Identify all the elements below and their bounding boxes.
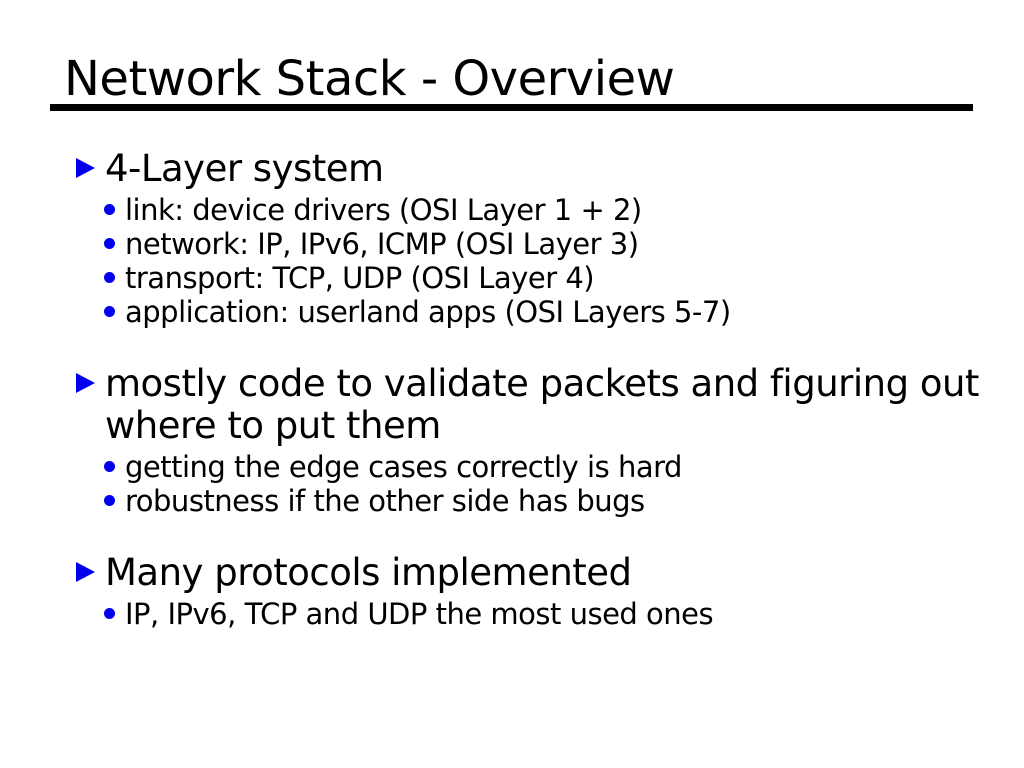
sub-bullet-text: IP, IPv6, TCP and UDP the most used ones [125, 597, 714, 631]
sub-bullet-list: IP, IPv6, TCP and UDP the most used ones [104, 597, 984, 631]
sub-bullet-text: application: userland apps (OSI Layers 5… [125, 295, 731, 329]
triangle-bullet-icon [76, 373, 95, 393]
dot-bullet-icon [104, 461, 115, 472]
sub-bullet-item: application: userland apps (OSI Layers 5… [104, 295, 984, 329]
title-underline-rule: Network Stack - Overview [50, 54, 973, 111]
dot-bullet-icon [104, 272, 115, 283]
section-validate-packets: mostly code to validate packets and figu… [76, 363, 984, 518]
section-4-layer-system: 4-Layer system link: device drivers (OSI… [76, 148, 984, 329]
sub-bullet-text: getting the edge cases correctly is hard [125, 450, 682, 484]
dot-bullet-icon [104, 306, 115, 317]
bullet-heading-row: mostly code to validate packets and figu… [76, 363, 984, 447]
bullet-heading-row: Many protocols implemented [76, 552, 984, 594]
sub-bullet-item: IP, IPv6, TCP and UDP the most used ones [104, 597, 984, 631]
sub-bullet-text: network: IP, IPv6, ICMP (OSI Layer 3) [125, 227, 639, 261]
dot-bullet-icon [104, 204, 115, 215]
sub-bullet-item: transport: TCP, UDP (OSI Layer 4) [104, 261, 984, 295]
slide-body: 4-Layer system link: device drivers (OSI… [76, 148, 984, 665]
bullet-heading-row: 4-Layer system [76, 148, 984, 190]
dot-bullet-icon [104, 495, 115, 506]
triangle-bullet-icon [76, 158, 95, 178]
sub-bullet-text: transport: TCP, UDP (OSI Layer 4) [125, 261, 595, 295]
sub-bullet-item: getting the edge cases correctly is hard [104, 450, 984, 484]
bullet-heading: 4-Layer system [105, 147, 384, 190]
sub-bullet-list: link: device drivers (OSI Layer 1 + 2) n… [104, 193, 984, 329]
dot-bullet-icon [104, 608, 115, 619]
sub-bullet-text: link: device drivers (OSI Layer 1 + 2) [125, 193, 642, 227]
section-many-protocols: Many protocols implemented IP, IPv6, TCP… [76, 552, 984, 631]
bullet-heading: mostly code to validate packets and figu… [105, 362, 979, 447]
slide-title: Network Stack - Overview [64, 51, 675, 107]
bullet-heading: Many protocols implemented [105, 551, 632, 594]
sub-bullet-text: robustness if the other side has bugs [125, 484, 645, 518]
sub-bullet-list: getting the edge cases correctly is hard… [104, 450, 984, 518]
sub-bullet-item: robustness if the other side has bugs [104, 484, 984, 518]
dot-bullet-icon [104, 238, 115, 249]
sub-bullet-item: network: IP, IPv6, ICMP (OSI Layer 3) [104, 227, 984, 261]
triangle-bullet-icon [76, 562, 95, 582]
sub-bullet-item: link: device drivers (OSI Layer 1 + 2) [104, 193, 984, 227]
